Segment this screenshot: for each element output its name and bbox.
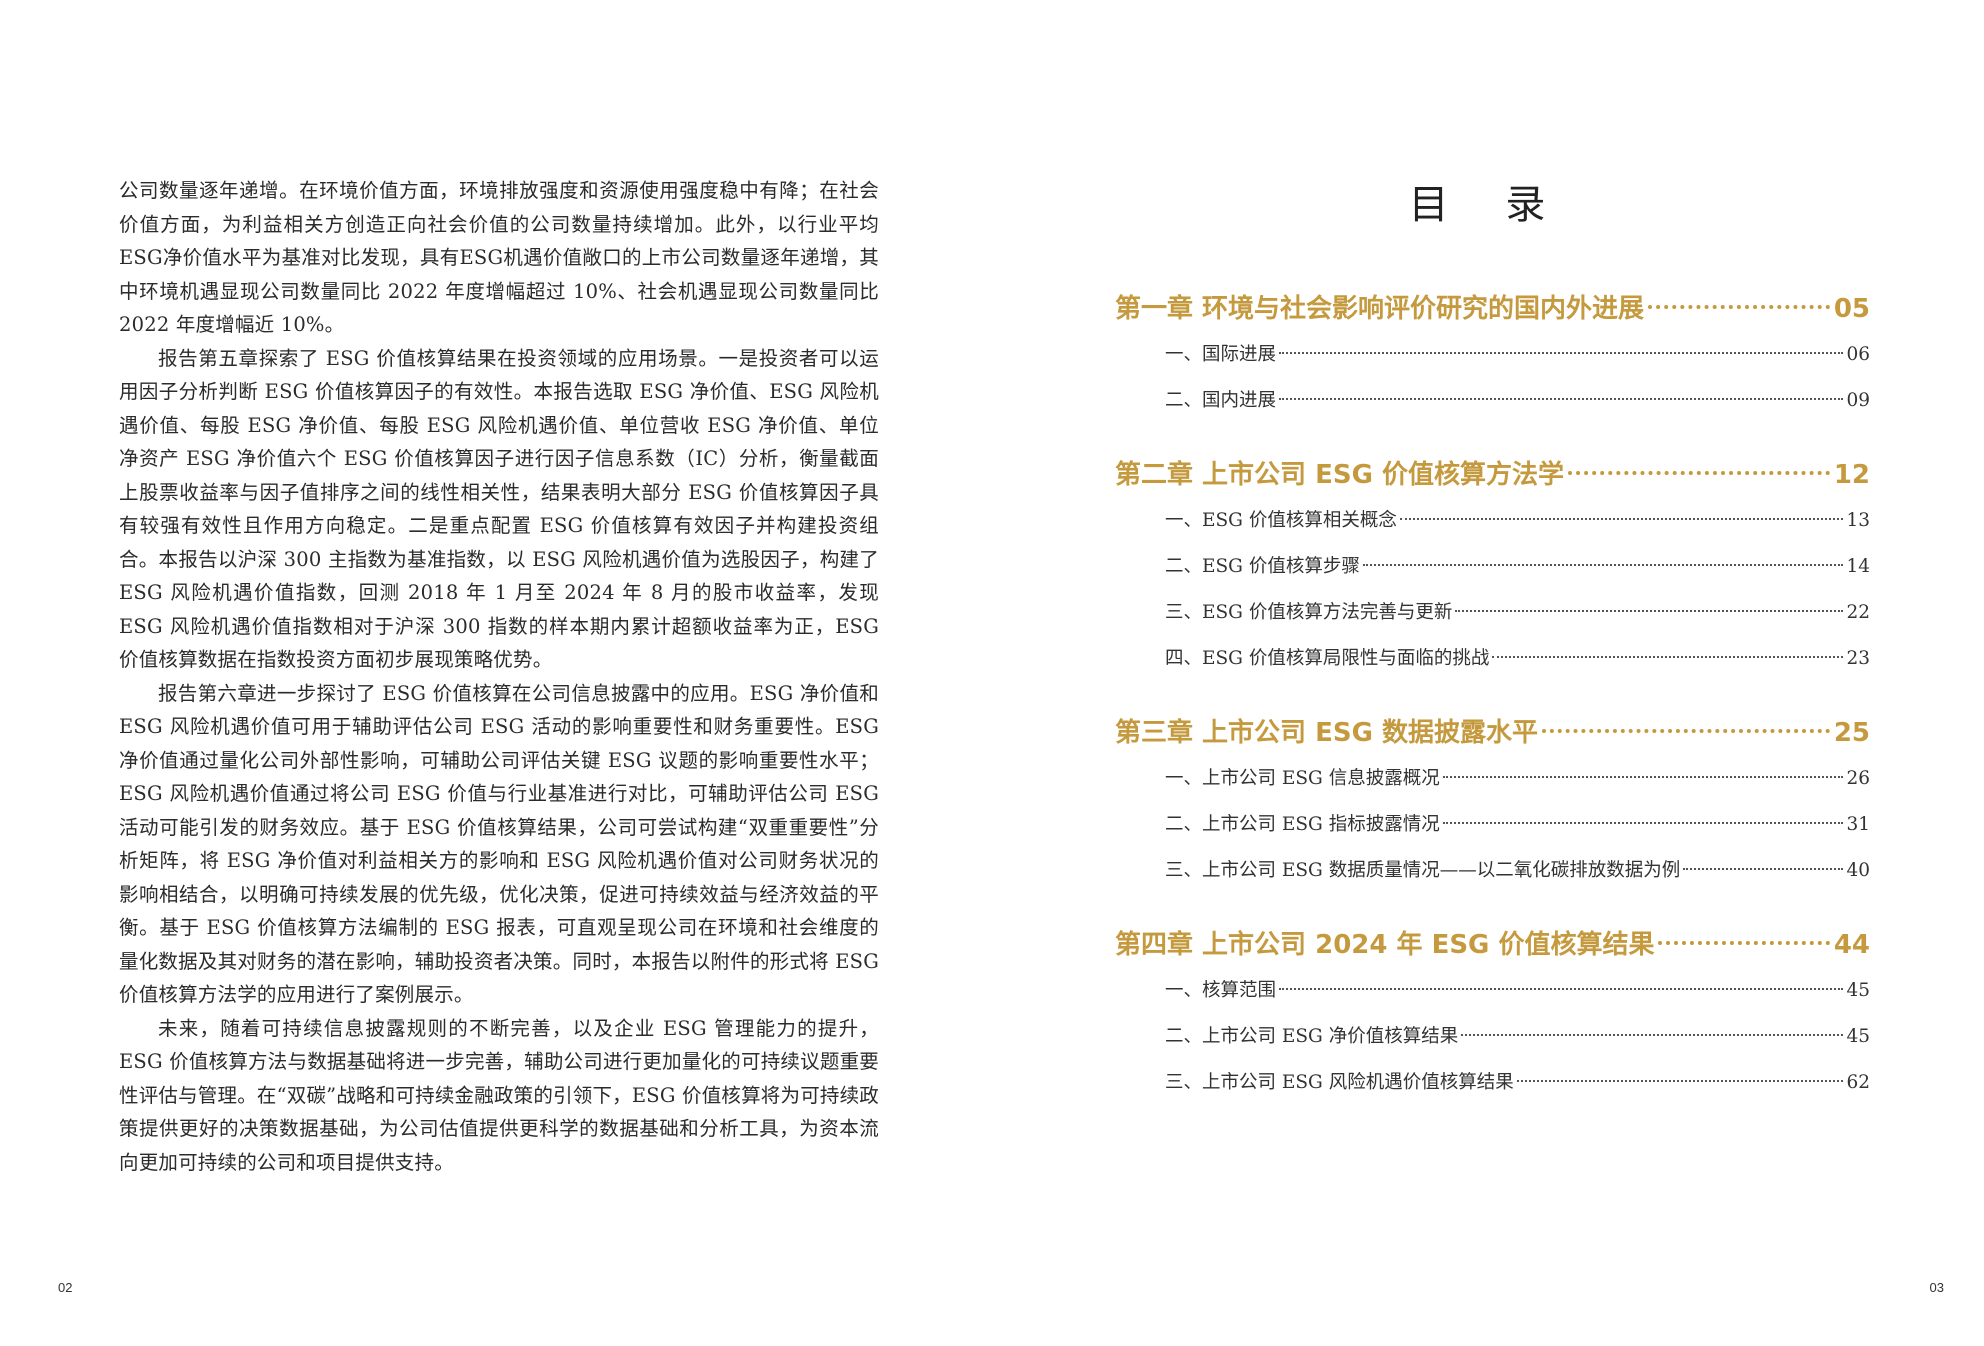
leader-dots bbox=[1658, 941, 1830, 945]
leader-dots bbox=[1279, 398, 1844, 400]
page-number-right: 03 bbox=[1929, 1280, 1944, 1295]
toc-section-3-3[interactable]: 三、上市公司 ESG 数据质量情况——以二氧化碳排放数据为例 40 bbox=[1115, 848, 1870, 894]
toc-title: 目 录 bbox=[1408, 182, 1568, 228]
section-page: 23 bbox=[1846, 648, 1870, 669]
section-page: 62 bbox=[1846, 1072, 1870, 1093]
section-label: 三、ESG 价值核算方法完善与更新 bbox=[1165, 602, 1453, 623]
chapter-label: 第二章 上市公司 ESG 价值核算方法学 bbox=[1115, 460, 1564, 490]
toc-section-2-1[interactable]: 一、ESG 价值核算相关概念 13 bbox=[1115, 498, 1870, 544]
section-label: 一、国际进展 bbox=[1165, 344, 1277, 365]
left-page: 公司数量逐年递增。在环境价值方面，环境排放强度和资源使用强度稳中有降；在社会价值… bbox=[58, 174, 879, 1295]
section-page: 14 bbox=[1846, 556, 1870, 577]
paragraph-4: 未来，随着可持续信息披露规则的不断完善，以及企业 ESG 管理能力的提升，ESG… bbox=[119, 1016, 880, 1174]
chapter-label: 第一章 环境与社会影响评价研究的国内外进展 bbox=[1115, 294, 1645, 324]
paragraph-1: 公司数量逐年递增。在环境价值方面，环境排放强度和资源使用强度稳中有降；在社会价值… bbox=[119, 179, 879, 336]
page-number-left: 02 bbox=[58, 1280, 73, 1295]
section-page: 45 bbox=[1846, 1026, 1870, 1047]
toc-section-1-2[interactable]: 二、国内进展 09 bbox=[1115, 378, 1870, 424]
body-text: 公司数量逐年递增。在环境价值方面，环境排放强度和资源使用强度稳中有降；在社会价值… bbox=[119, 174, 879, 1179]
paragraph-3: 报告第六章进一步探讨了 ESG 价值核算在公司信息披露中的应用。ESG 净价值和… bbox=[119, 681, 879, 1007]
section-label: 一、上市公司 ESG 信息披露概况 bbox=[1165, 768, 1440, 789]
chapter-label: 第三章 上市公司 ESG 数据披露水平 bbox=[1115, 718, 1538, 748]
leader-dots bbox=[1461, 1034, 1844, 1036]
section-label: 二、上市公司 ESG 指标披露情况 bbox=[1165, 814, 1440, 835]
toc-chapter-1[interactable]: 第一章 环境与社会影响评价研究的国内外进展 05 bbox=[1115, 286, 1870, 332]
section-label: 二、国内进展 bbox=[1165, 390, 1277, 411]
paragraph-2: 报告第五章探索了 ESG 价值核算结果在投资领域的应用场景。一是投资者可以运用因… bbox=[119, 346, 879, 672]
section-page: 31 bbox=[1846, 814, 1870, 835]
leader-dots bbox=[1455, 610, 1844, 612]
toc-section-4-2[interactable]: 二、上市公司 ESG 净价值核算结果 45 bbox=[1115, 1014, 1870, 1060]
section-label: 三、上市公司 ESG 数据质量情况——以二氧化碳排放数据为例 bbox=[1165, 860, 1681, 881]
leader-dots bbox=[1648, 305, 1830, 309]
leader-dots bbox=[1683, 868, 1844, 870]
section-label: 四、ESG 价值核算局限性与面临的挑战 bbox=[1165, 648, 1490, 669]
section-label: 一、ESG 价值核算相关概念 bbox=[1165, 510, 1397, 531]
section-label: 二、上市公司 ESG 净价值核算结果 bbox=[1165, 1026, 1459, 1047]
leader-dots bbox=[1541, 729, 1830, 733]
section-page: 22 bbox=[1846, 602, 1870, 623]
chapter-page: 44 bbox=[1833, 930, 1870, 960]
section-page: 09 bbox=[1846, 390, 1870, 411]
toc-section-4-3[interactable]: 三、上市公司 ESG 风险机遇价值核算结果 62 bbox=[1115, 1060, 1870, 1106]
leader-dots bbox=[1399, 518, 1844, 520]
leader-dots bbox=[1362, 564, 1844, 566]
toc-section-3-2[interactable]: 二、上市公司 ESG 指标披露情况 31 bbox=[1115, 802, 1870, 848]
toc-chapter-3[interactable]: 第三章 上市公司 ESG 数据披露水平 25 bbox=[1115, 710, 1870, 756]
chapter-page: 12 bbox=[1833, 460, 1870, 490]
toc-chapter-4[interactable]: 第四章 上市公司 2024 年 ESG 价值核算结果 44 bbox=[1115, 922, 1870, 968]
toc-section-2-4[interactable]: 四、ESG 价值核算局限性与面临的挑战 23 bbox=[1115, 636, 1870, 682]
leader-dots bbox=[1516, 1080, 1844, 1082]
leader-dots bbox=[1567, 471, 1830, 475]
toc-section-4-1[interactable]: 一、核算范围 45 bbox=[1115, 968, 1870, 1014]
toc-section-1-1[interactable]: 一、国际进展 06 bbox=[1115, 332, 1870, 378]
section-label: 一、核算范围 bbox=[1165, 980, 1277, 1001]
toc-section-2-2[interactable]: 二、ESG 价值核算步骤 14 bbox=[1115, 544, 1870, 590]
leader-dots bbox=[1442, 822, 1844, 824]
section-page: 40 bbox=[1846, 860, 1870, 881]
section-page: 26 bbox=[1846, 768, 1870, 789]
right-page: 目 录 第一章 环境与社会影响评价研究的国内外进展 05 一、国际进展 06 二… bbox=[992, 0, 1984, 1346]
table-of-contents: 第一章 环境与社会影响评价研究的国内外进展 05 一、国际进展 06 二、国内进… bbox=[1115, 286, 1870, 1106]
section-label: 二、ESG 价值核算步骤 bbox=[1165, 556, 1360, 577]
section-page: 45 bbox=[1846, 980, 1870, 1001]
leader-dots bbox=[1492, 656, 1844, 658]
toc-chapter-2[interactable]: 第二章 上市公司 ESG 价值核算方法学 12 bbox=[1115, 452, 1870, 498]
chapter-label: 第四章 上市公司 2024 年 ESG 价值核算结果 bbox=[1115, 930, 1655, 960]
section-page: 06 bbox=[1846, 344, 1870, 365]
toc-section-3-1[interactable]: 一、上市公司 ESG 信息披露概况 26 bbox=[1115, 756, 1870, 802]
section-page: 13 bbox=[1846, 510, 1870, 531]
chapter-page: 25 bbox=[1833, 718, 1870, 748]
leader-dots bbox=[1279, 352, 1844, 354]
toc-section-2-3[interactable]: 三、ESG 价值核算方法完善与更新 22 bbox=[1115, 590, 1870, 636]
section-label: 三、上市公司 ESG 风险机遇价值核算结果 bbox=[1165, 1072, 1514, 1093]
leader-dots bbox=[1442, 776, 1844, 778]
leader-dots bbox=[1279, 988, 1844, 990]
chapter-page: 05 bbox=[1833, 294, 1870, 324]
